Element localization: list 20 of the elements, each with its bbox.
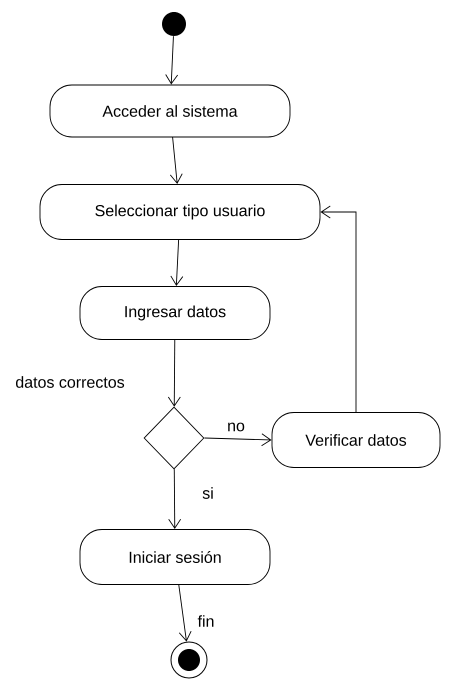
end-node xyxy=(170,642,208,678)
edge-label: no xyxy=(228,422,244,432)
arrow xyxy=(204,433,272,446)
start-node xyxy=(162,12,186,36)
edge-label: datos correctos xyxy=(16,376,124,388)
arrow xyxy=(320,206,356,412)
edge-label: si xyxy=(202,487,213,499)
activity-box: Seleccionar tipo usuario xyxy=(40,184,320,240)
arrow xyxy=(168,468,182,530)
activity-box: Iniciar sesión xyxy=(80,529,270,585)
activity-box: Verificar datos xyxy=(272,412,440,468)
arrow xyxy=(168,340,181,407)
edge-label: fin xyxy=(198,615,214,627)
arrow xyxy=(170,240,184,286)
decision-diamond xyxy=(144,406,204,470)
arrow xyxy=(165,36,178,85)
activity-box: Ingresar datos xyxy=(80,286,270,340)
activity-box: Acceder al sistema xyxy=(50,84,290,138)
arrow xyxy=(178,584,192,642)
arrow xyxy=(170,137,183,184)
